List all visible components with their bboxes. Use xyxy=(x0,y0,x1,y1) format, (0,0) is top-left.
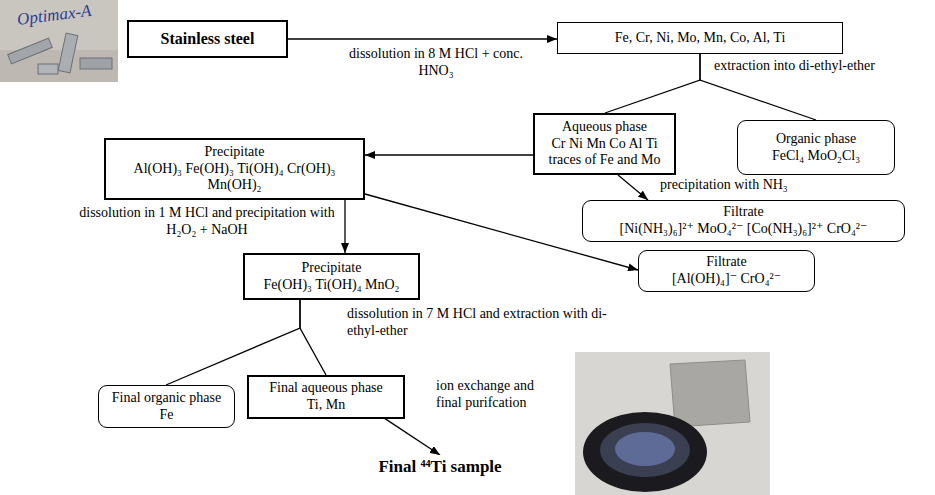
foil-square xyxy=(670,360,750,427)
connector xyxy=(344,200,345,253)
process-box: Fe, Cr, Ni, Mo, Mn, Co, Al, Ti xyxy=(557,22,843,54)
node-text: Fe(OH)₃ Ti(OH)₄ MnO₂ xyxy=(251,277,412,294)
node-text: Cr Ni Mn Co Al Ti traces of Fe and Mo xyxy=(541,136,668,170)
edge-label: precipitation with NH₃ xyxy=(658,177,833,194)
edge-label: dissolution in 1 M HCl and precipitation… xyxy=(76,205,338,239)
filtrate-box: Filtrate[Al(OH)₄]⁻ CrO₄²⁻ xyxy=(638,250,815,292)
connector xyxy=(618,175,648,200)
node-text: [Ni(NH₃)₆]²⁺ MoO₄²⁻ [Co(NH₃)₆]²⁺ CrO₄²⁻ xyxy=(589,221,898,238)
node-heading: Stainless steel xyxy=(135,29,280,48)
photo-ground xyxy=(575,352,770,495)
sample-holder-inner xyxy=(600,423,690,477)
sample-deposit xyxy=(615,432,675,466)
node-text: Al(OH)₃ Fe(OH)₃ Ti(OH)₄ Cr(OH)₃ Mn(OH)₂ xyxy=(112,161,357,195)
connector xyxy=(365,154,533,155)
photo-ground xyxy=(0,0,118,82)
edge-label: dissolution in 7 M HCl and extraction wi… xyxy=(345,306,610,340)
result-box: Final ⁴⁴Ti sample xyxy=(355,455,525,479)
node-heading: Precipitate xyxy=(251,260,412,277)
node-heading: Final aqueous phase xyxy=(255,380,397,397)
connector xyxy=(288,38,557,39)
node-heading: Final organic phase xyxy=(105,390,228,407)
node-text: Ti, Mn xyxy=(255,397,397,414)
connector xyxy=(605,54,700,113)
connector xyxy=(166,300,300,385)
sample-holder-ring xyxy=(583,412,707,492)
phase-box: Organic phaseFeCl₄ MoO₂Cl₃ xyxy=(737,120,895,175)
node-heading: Filtrate xyxy=(589,204,898,221)
phase-box: Final organic phaseFe xyxy=(98,385,235,428)
phase-box: Aqueous phaseCr Ni Mn Co Al Ti traces of… xyxy=(533,113,676,175)
node-heading: Final ⁴⁴Ti sample xyxy=(359,457,521,477)
node-text: FeCl₄ MoO₂Cl₃ xyxy=(744,148,888,165)
phase-box: Final aqueous phaseTi, Mn xyxy=(247,375,405,419)
sample-photo xyxy=(575,352,770,495)
edge-label: dissolution in 8 M HCl + conc. HNO₃ xyxy=(336,46,536,80)
node-text: [Al(OH)₄]⁻ CrO₄²⁻ xyxy=(645,271,808,288)
edge-label: extraction into di-ethyl-ether xyxy=(712,58,900,75)
filtrate-box: Filtrate[Ni(NH₃)₆]²⁺ MoO₄²⁻ [Co(NH₃)₆]²⁺… xyxy=(582,200,905,242)
process-box: Stainless steel xyxy=(127,20,288,58)
steel-piece xyxy=(38,64,58,74)
node-heading: Precipitate xyxy=(112,144,357,161)
precipitate-box: PrecipitateFe(OH)₃ Ti(OH)₄ MnO₂ xyxy=(243,253,420,300)
edge-label: ion exchange and final purifcation xyxy=(434,378,559,412)
connector xyxy=(300,300,326,375)
connector xyxy=(385,419,440,455)
node-heading: Fe, Cr, Ni, Mo, Mn, Co, Al, Ti xyxy=(564,30,836,47)
steel-piece xyxy=(8,38,53,64)
steel-piece xyxy=(80,58,112,69)
node-heading: Filtrate xyxy=(645,254,808,271)
node-heading: Aqueous phase xyxy=(541,119,668,136)
node-heading: Organic phase xyxy=(744,131,888,148)
precipitate-box: PrecipitateAl(OH)₃ Fe(OH)₃ Ti(OH)₄ Cr(OH… xyxy=(104,138,365,200)
node-text: Fe xyxy=(105,407,228,424)
steel-piece xyxy=(58,33,78,73)
